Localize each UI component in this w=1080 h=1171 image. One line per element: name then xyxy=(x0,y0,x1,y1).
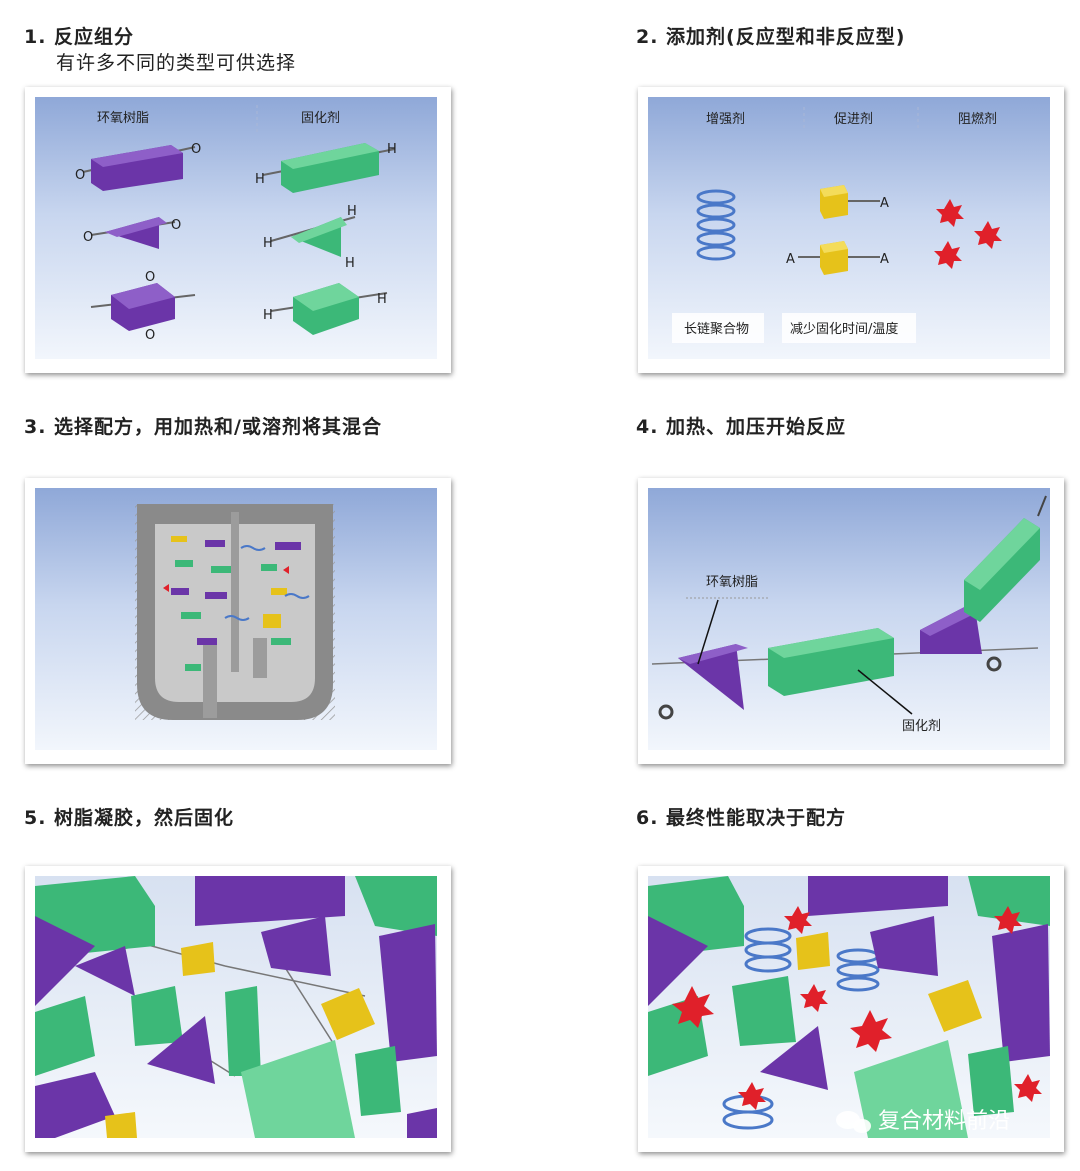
step-6-title: 6. 最终性能取决于配方 xyxy=(636,807,847,829)
step-2-title: 2. 添加剂(反应型和非反应型) xyxy=(636,26,906,48)
network-resin-6 xyxy=(147,1016,215,1084)
network-resin-1 xyxy=(195,876,345,926)
network-resin-2 xyxy=(35,916,95,1006)
reinforcement-coil xyxy=(696,189,736,261)
final-resin-5 xyxy=(760,1026,828,1090)
svg-text:H: H xyxy=(345,256,355,271)
network-hardener-3 xyxy=(131,986,183,1046)
final-resin-3 xyxy=(870,916,938,976)
triangular-hardener-molecule: H H H xyxy=(263,204,357,271)
accelerator-molecules: A A A xyxy=(786,185,889,275)
reinforcement-label: 增强剂 xyxy=(706,112,745,127)
svg-text:O: O xyxy=(145,270,155,285)
hardener-callout-line xyxy=(857,669,913,715)
final-hardener-3 xyxy=(732,976,796,1046)
svg-text:H: H xyxy=(377,292,387,307)
svg-text:O: O xyxy=(171,218,181,233)
svg-text:H: H xyxy=(387,142,397,157)
linear-hardener-molecule: H H xyxy=(255,142,397,193)
reaction-panel: 环氧树脂 固化剂 xyxy=(638,478,1064,764)
linear-resin-molecule: O O xyxy=(75,142,201,191)
network-resin-8 xyxy=(407,1108,437,1138)
network-resin-5 xyxy=(379,924,437,1062)
network-resin-3 xyxy=(75,946,135,996)
stirrer-blade-left xyxy=(203,638,217,718)
final-hardener-5 xyxy=(854,1040,968,1138)
final-flame-retardant-stars xyxy=(672,906,1042,1110)
resin-column-label: 环氧树脂 xyxy=(97,111,149,126)
mixed-components xyxy=(163,536,310,671)
mixing-vessel-illustration xyxy=(135,504,335,720)
stirrer-shaft xyxy=(231,512,239,672)
svg-text:O: O xyxy=(75,168,85,183)
network-hardener-4 xyxy=(35,996,95,1076)
accelerator-label: 促进剂 xyxy=(834,112,873,127)
components-illustration: 环氧树脂 固化剂 O O O O O O xyxy=(75,105,397,343)
network-hardener-2 xyxy=(355,876,437,936)
network-hardener-5 xyxy=(225,986,261,1076)
watermark-text: 复合材料前沿 xyxy=(878,1109,1010,1134)
final-resin-4 xyxy=(992,924,1050,1062)
additives-panel: 增强剂 促进剂 阻燃剂 A A A xyxy=(638,87,1064,373)
network-accelerator-1 xyxy=(181,942,215,976)
resin-callout-label: 环氧树脂 xyxy=(706,575,758,590)
final-properties-panel: 复合材料前沿 xyxy=(638,866,1064,1152)
network-resin-4 xyxy=(261,916,331,976)
svg-text:A: A xyxy=(880,196,889,211)
final-resin-1 xyxy=(808,876,948,916)
gel-cure-panel xyxy=(25,866,451,1152)
reaction-hardener-top xyxy=(964,495,1047,622)
additives-illustration: 增强剂 促进剂 阻燃剂 A A A xyxy=(672,107,1002,343)
step-5-title: 5. 树脂凝胶，然后固化 xyxy=(24,807,235,829)
step-4-title: 4. 加热、加压开始反应 xyxy=(636,416,847,438)
final-network-illustration: 复合材料前沿 xyxy=(648,876,1050,1138)
watermark: 复合材料前沿 xyxy=(836,1109,1010,1134)
resin-callout-line xyxy=(697,599,719,665)
svg-text:H: H xyxy=(255,172,265,187)
cured-network-illustration xyxy=(35,876,437,1138)
network-hardener-6 xyxy=(241,1040,355,1138)
svg-text:H: H xyxy=(263,308,273,323)
svg-text:H: H xyxy=(347,204,357,219)
svg-text:A: A xyxy=(880,252,889,267)
final-accelerator-1 xyxy=(796,932,830,970)
final-resin-2 xyxy=(648,916,708,1006)
triangular-resin-molecule: O O xyxy=(83,217,181,249)
step-1-title: 1. 反应组分 xyxy=(24,26,135,48)
tetrafunctional-resin-molecule: O O xyxy=(90,270,196,343)
network-resin-7 xyxy=(35,1072,115,1138)
svg-text:O: O xyxy=(145,328,155,343)
long-chain-polymer-note: 长链聚合物 xyxy=(684,322,749,337)
tetrafunctional-hardener-molecule: H H xyxy=(263,283,388,335)
network-coils xyxy=(722,927,880,1130)
network-hardener-7 xyxy=(355,1046,401,1116)
step-1-subtitle: 有许多不同的类型可供选择 xyxy=(56,52,297,74)
svg-text:H: H xyxy=(263,236,273,251)
svg-text:O: O xyxy=(191,142,201,157)
reduce-cure-time-note: 减少固化时间/温度 xyxy=(790,321,898,337)
reaction-hardener-middle xyxy=(768,628,894,696)
reaction-illustration: 环氧树脂 固化剂 xyxy=(651,495,1047,734)
final-accelerator-2 xyxy=(928,980,982,1032)
mixing-panel xyxy=(25,478,451,764)
flame-retardant-label: 阻燃剂 xyxy=(958,111,997,127)
network-accelerator-3 xyxy=(105,1112,137,1138)
final-hardener-6 xyxy=(968,1046,1014,1116)
hardener-callout-label: 固化剂 xyxy=(902,719,941,734)
final-hardener-2 xyxy=(968,876,1050,926)
svg-text:A: A xyxy=(786,252,795,267)
step-3-title: 3. 选择配方，用加热和/或溶剂将其混合 xyxy=(24,416,382,438)
svg-text:O: O xyxy=(83,230,93,245)
stirrer-blade-right xyxy=(253,638,267,678)
flame-retardant-stars xyxy=(934,199,1002,269)
network-accelerator-2 xyxy=(321,988,375,1040)
reaction-resin-left xyxy=(658,644,748,720)
components-panel: 环氧树脂 固化剂 O O O O O O xyxy=(25,87,451,373)
hardener-column-label: 固化剂 xyxy=(301,111,340,126)
